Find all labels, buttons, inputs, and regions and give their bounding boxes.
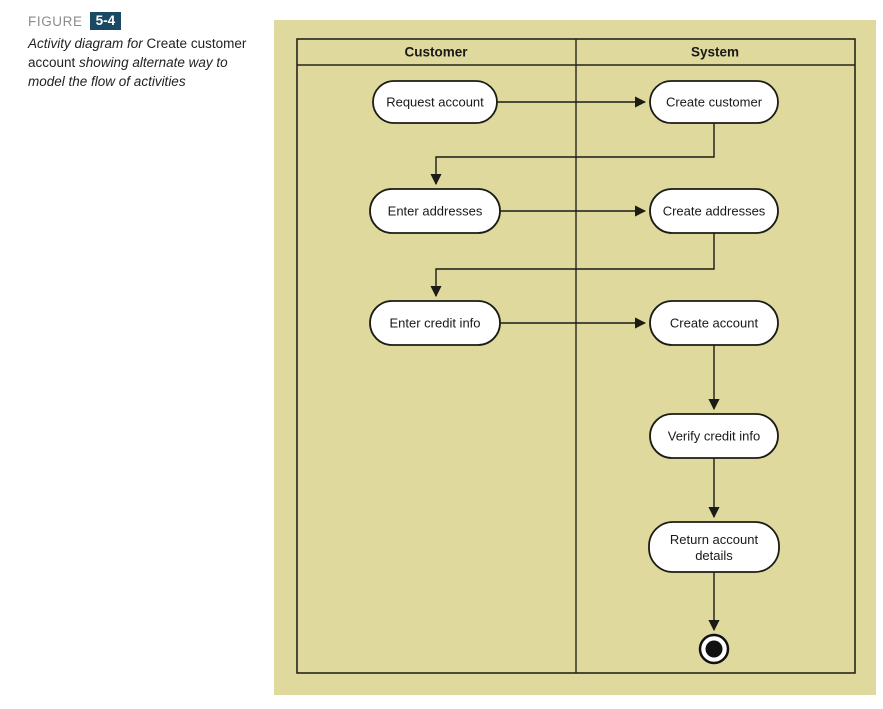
caption-segment: showing alternate way to model the flow … bbox=[28, 55, 228, 90]
activity-oval bbox=[372, 80, 498, 124]
figure-number-badge: 5-4 bbox=[89, 12, 122, 30]
activity-diagram-canvas: Customer System Request account Create c… bbox=[274, 20, 876, 695]
figure-heading: FIGURE 5-4 bbox=[28, 12, 268, 30]
activity-oval bbox=[369, 188, 501, 234]
activity-label-line1: Return account bbox=[670, 532, 759, 547]
figure-caption-text: Activity diagram for Create customer acc… bbox=[28, 34, 268, 91]
activity-final-node bbox=[698, 633, 730, 665]
caption-segment: Activity diagram for bbox=[28, 36, 147, 51]
activity-oval bbox=[649, 413, 779, 459]
activity-node-request-account: Request account bbox=[372, 80, 498, 124]
swimlane-frame: Customer System bbox=[296, 38, 856, 674]
activity-diagram-figure: Customer System Request account Create c… bbox=[274, 20, 876, 700]
activity-label: Verify credit info bbox=[668, 429, 761, 444]
figure-caption: FIGURE 5-4 Activity diagram for Create c… bbox=[28, 12, 268, 91]
final-node-inner-dot bbox=[705, 640, 723, 658]
activity-node-create-addresses: Create addresses bbox=[649, 188, 779, 234]
activity-oval bbox=[648, 521, 780, 573]
activity-label: Enter credit info bbox=[389, 316, 480, 331]
activity-label: Enter addresses bbox=[388, 204, 483, 219]
activity-oval bbox=[649, 300, 779, 346]
activity-node-create-account: Create account bbox=[649, 300, 779, 346]
lane-header-customer: Customer bbox=[404, 45, 468, 60]
activity-nodes: Request account Create customer Enter ad… bbox=[369, 80, 780, 665]
figure-label: FIGURE bbox=[28, 13, 83, 29]
activity-node-verify-credit-info: Verify credit info bbox=[649, 413, 779, 459]
activity-label: Request account bbox=[386, 95, 484, 110]
activity-oval bbox=[369, 300, 501, 346]
edge-create-customer-to-enter-addresses bbox=[430, 123, 715, 186]
caption-segment: Create customer account bbox=[28, 36, 247, 71]
activity-node-return-account-details: Return account details bbox=[648, 521, 780, 573]
activity-node-enter-credit-info: Enter credit info bbox=[369, 300, 501, 346]
activity-oval bbox=[649, 188, 779, 234]
activity-node-enter-addresses: Enter addresses bbox=[369, 188, 501, 234]
diagram-panel-background bbox=[274, 20, 876, 695]
activity-label-line2: details bbox=[695, 548, 733, 563]
activity-node-create-customer: Create customer bbox=[649, 80, 779, 124]
activity-label: Create addresses bbox=[663, 204, 766, 219]
activity-oval bbox=[649, 80, 779, 124]
flow-edges bbox=[430, 96, 720, 632]
edge-create-addresses-to-enter-credit bbox=[430, 233, 715, 298]
activity-label: Create account bbox=[670, 316, 759, 331]
activity-label: Create customer bbox=[666, 95, 763, 110]
lane-header-system: System bbox=[691, 45, 739, 60]
